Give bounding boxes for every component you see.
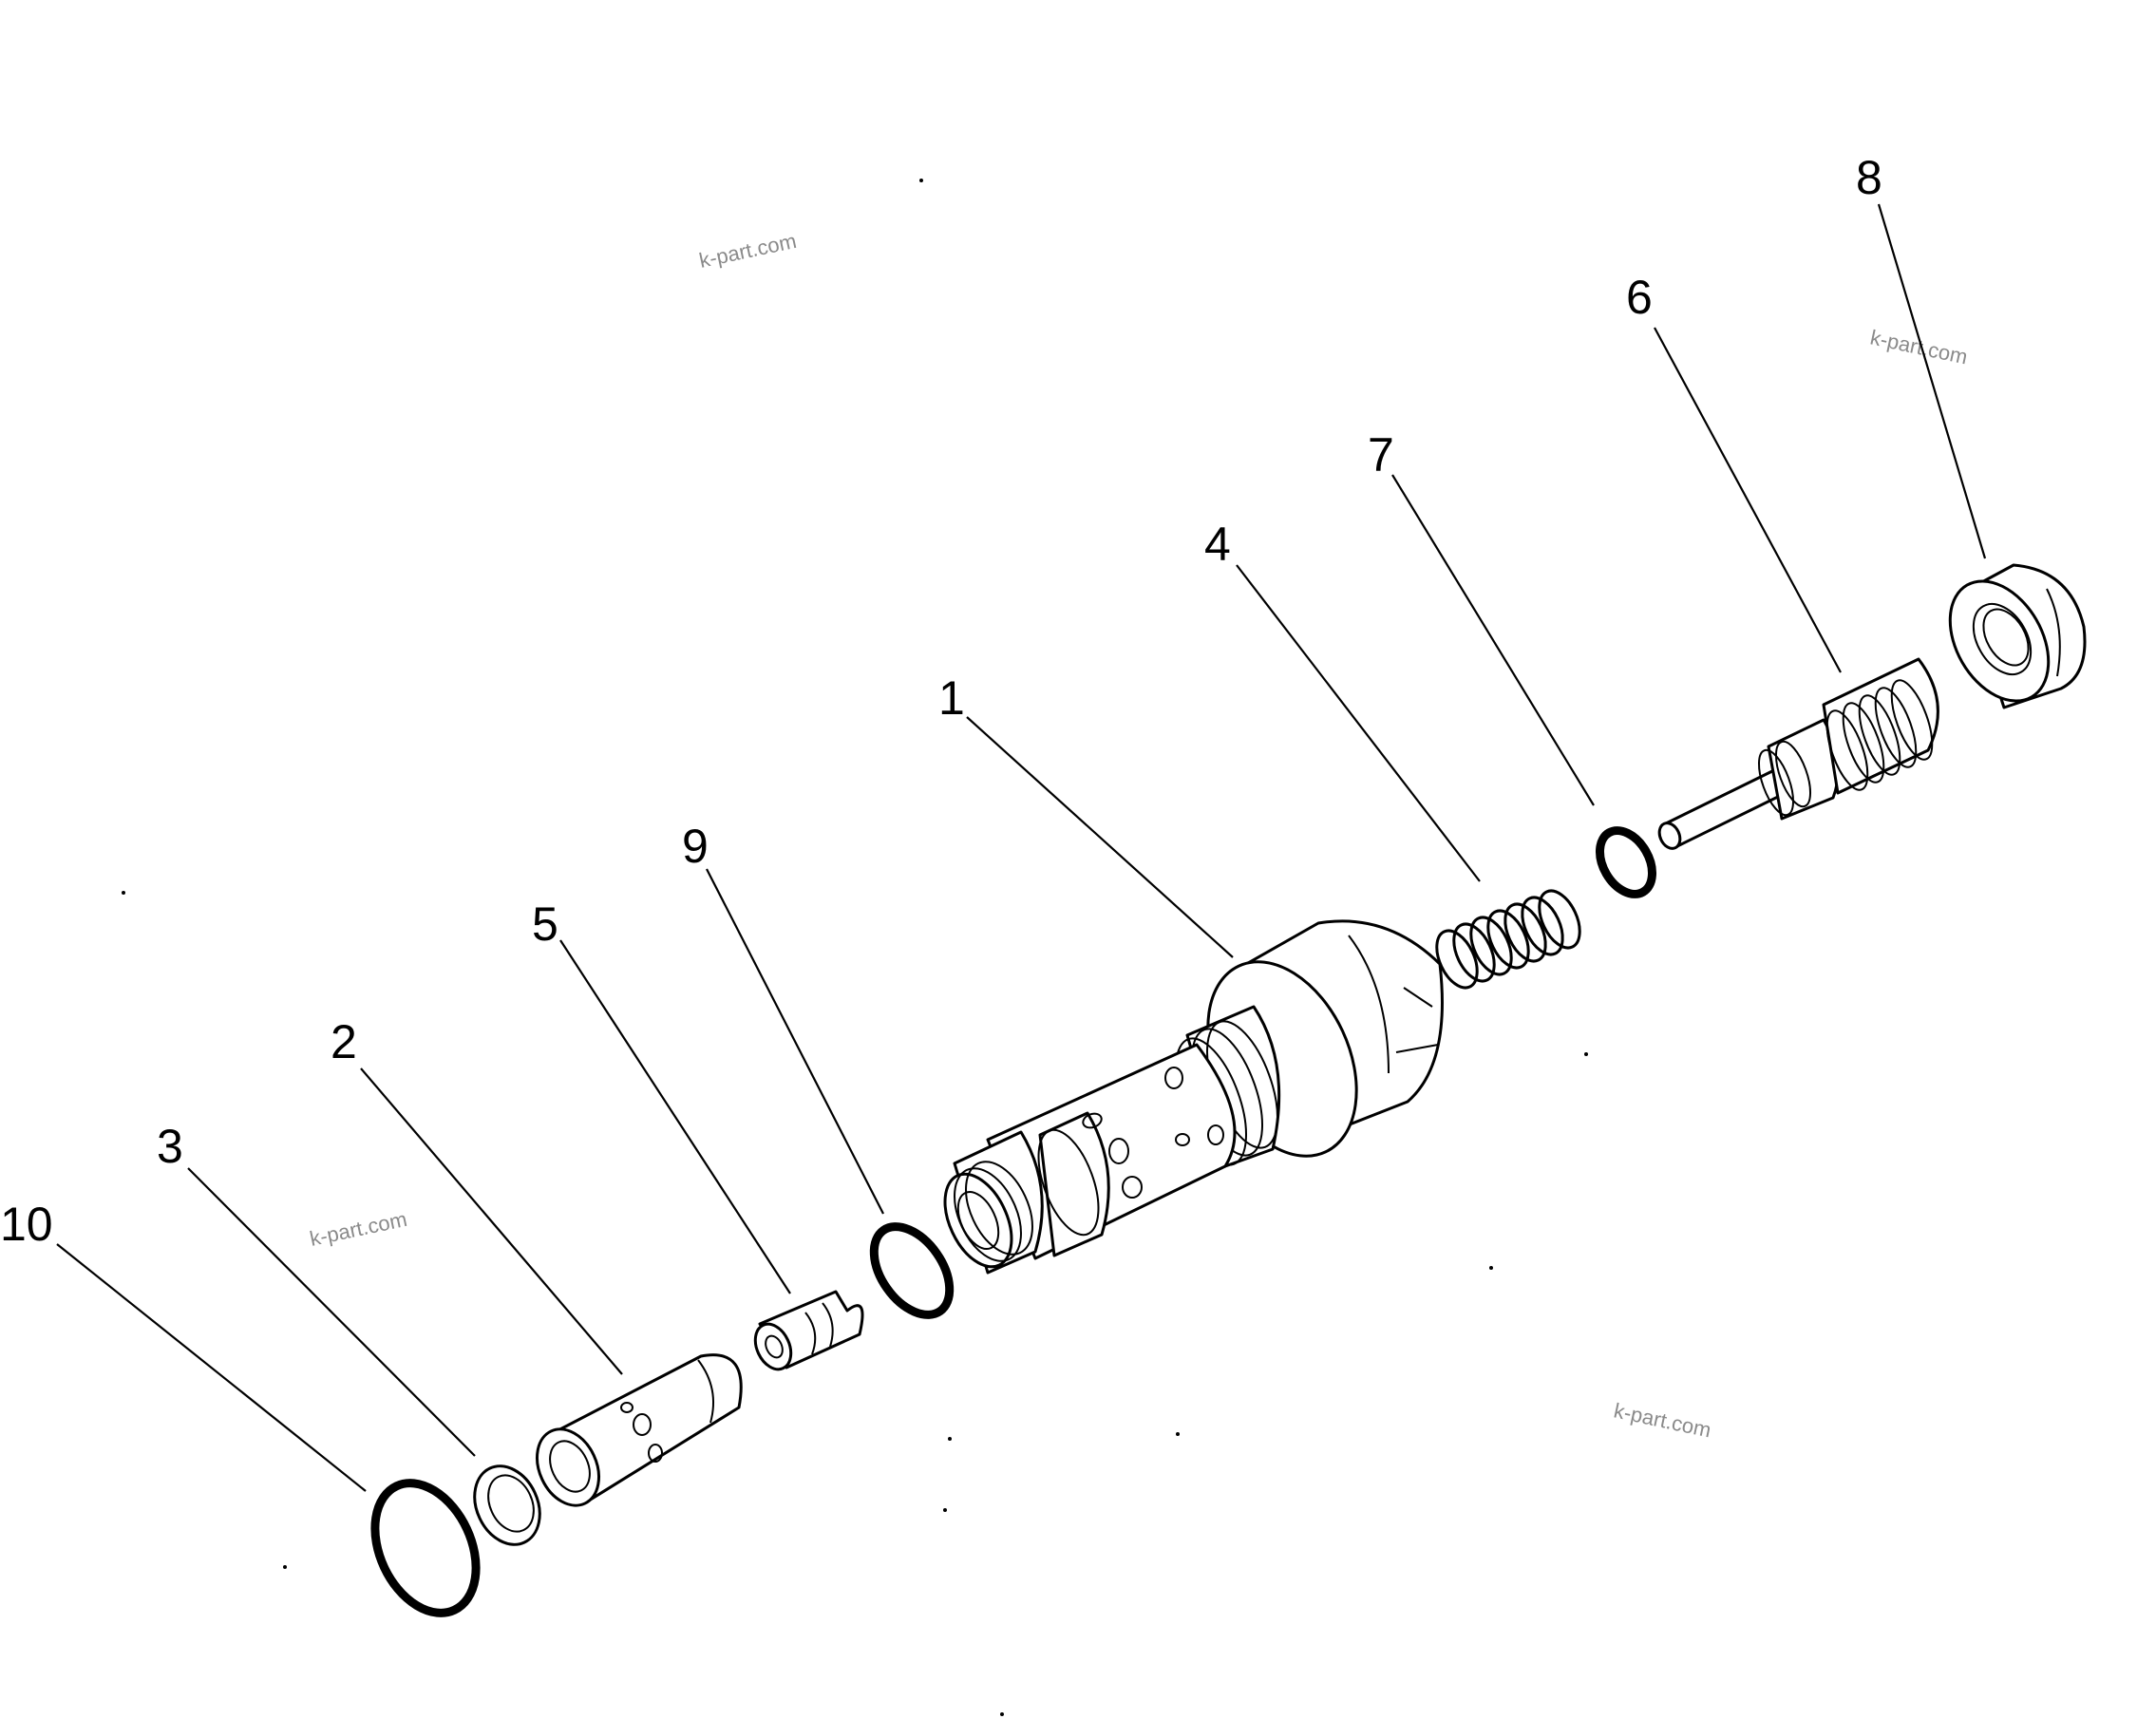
part-9-o-ring xyxy=(869,1222,955,1319)
part-3-backup-ring xyxy=(473,1464,541,1546)
leader-line-6 xyxy=(1654,327,1842,673)
leader-line-9 xyxy=(706,868,884,1215)
part-7-o-ring xyxy=(1596,826,1656,898)
part-5-poppet xyxy=(753,1290,864,1371)
part-6-adjusting-screw xyxy=(1657,657,1939,850)
callout-label-3: 3 xyxy=(157,1120,183,1173)
leader-line-4 xyxy=(1236,564,1481,882)
leader-line-7 xyxy=(1391,474,1595,806)
leader-line-8 xyxy=(1877,203,1987,559)
callout-labels: 1 2 3 4 5 6 7 8 9 10 xyxy=(0,151,1882,1251)
part-2-sleeve xyxy=(536,1353,743,1507)
leader-line-10 xyxy=(56,1243,367,1492)
leader-line-2 xyxy=(360,1067,623,1375)
callout-label-10: 10 xyxy=(0,1198,53,1251)
leader-line-1 xyxy=(966,716,1234,958)
watermark: k-part.com xyxy=(697,229,799,273)
watermark-group: k-part.com k-part.com k-part.com k-part.… xyxy=(308,229,1970,1443)
callout-label-4: 4 xyxy=(1204,518,1231,571)
callout-label-7: 7 xyxy=(1368,428,1394,482)
callout-label-5: 5 xyxy=(532,897,558,951)
leader-line-3 xyxy=(187,1167,476,1457)
part-10-large-o-ring xyxy=(370,1479,481,1617)
leader-lines xyxy=(56,203,1987,1492)
part-1-valve-body xyxy=(943,919,1444,1275)
watermark: k-part.com xyxy=(1612,1398,1713,1442)
part-8-hex-nut xyxy=(1948,563,2087,709)
callout-label-1: 1 xyxy=(938,671,965,725)
callout-label-8: 8 xyxy=(1856,151,1882,204)
part-4-spring xyxy=(1435,889,1581,990)
callout-label-6: 6 xyxy=(1626,271,1653,324)
scan-specks xyxy=(122,179,1588,1716)
watermark: k-part.com xyxy=(1868,325,1970,368)
callout-label-9: 9 xyxy=(682,820,709,873)
leader-line-5 xyxy=(559,939,791,1294)
watermark: k-part.com xyxy=(308,1207,409,1251)
callout-label-2: 2 xyxy=(331,1015,357,1068)
